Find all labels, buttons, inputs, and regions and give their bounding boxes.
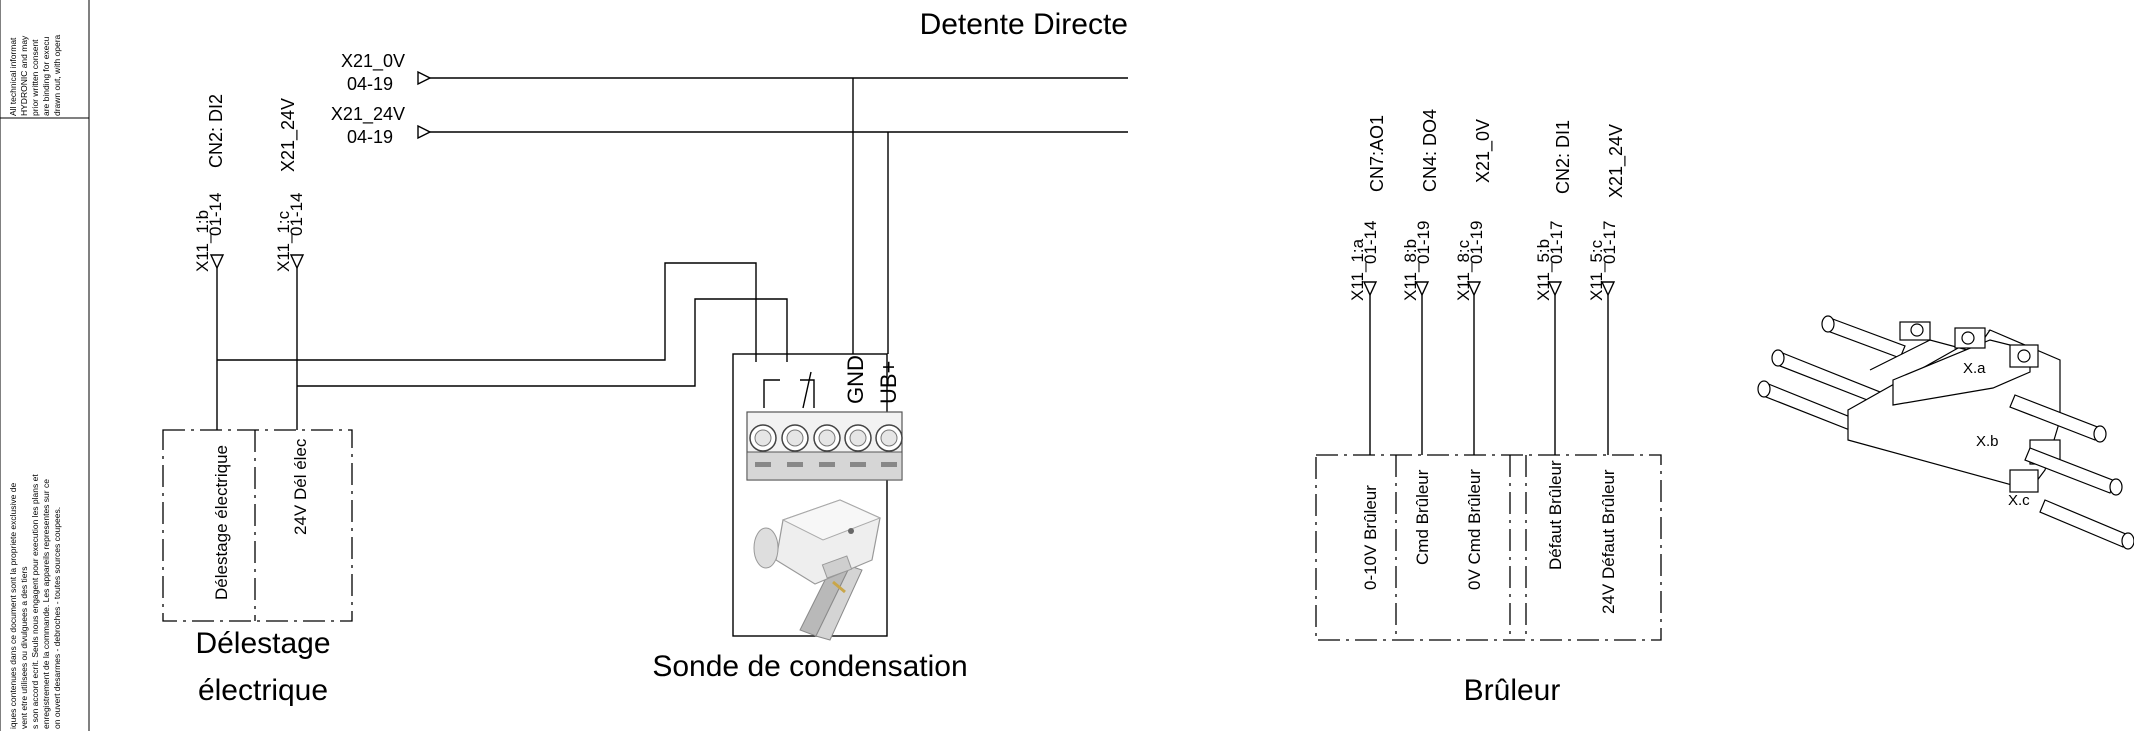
bruleur-pin-5-ref: 01-17 [1600,221,1619,264]
bruleur-box-outer [1315,454,1662,641]
bruleur-pin-4-arrow [1547,281,1563,297]
bruleur-box-2-text: Cmd Brûleur [1413,469,1432,565]
delestage-pin-2-label: X11_1:c [274,210,293,272]
delestage-section: CN2: DI2 X21_24V X11_1:b 01-14 X11_1:c 0… [162,94,788,707]
sonde-terminal-gnd: GND [843,355,868,404]
sonde-caption: Sonde de condensation [652,650,967,683]
side-note-en-5: drawn out, with opera [52,34,62,116]
bruleur-signal-2: CN4: DO4 [1420,109,1440,192]
side-note-en-2: HYDRONIC and may [19,35,29,116]
bruleur-box-3-text: 0V Cmd Brûleur [1465,469,1484,590]
bruleur-caption: Brûleur [1464,674,1561,707]
relay-nc-symbol [763,379,780,408]
bruleur-signal-3: X21_0V [1473,119,1494,183]
delestage-caption-2: électrique [198,674,328,707]
rail-0v-ref: 04-19 [347,74,393,94]
delestage-pin-1-arrow [209,254,225,270]
delestage-signal-2: X21_24V [278,98,299,172]
side-note-fr-2: vent etre utilisees ou divulguees a des … [19,566,29,729]
sonde-frame [732,353,888,637]
supply-rails: X21_0V 04-19 X21_24V 04-19 [331,51,1128,147]
rail-24v-ref: 04-19 [347,127,393,147]
sonde-section: GND UB+ [652,78,968,683]
bruleur-signal-5: X21_24V [1606,124,1627,198]
sonde-terminal-ub: UB+ [876,361,901,404]
bruleur-box-5-text: 24V Défaut Brûleur [1599,469,1618,614]
side-note-fr-4: enregistrement de la commande. Les appar… [41,479,51,729]
wire-delestage-2 [297,298,788,387]
side-note-fr-1: iques contenues dans ce document sont la… [8,483,18,729]
relay-no-symbol [800,371,815,409]
bruleur-box-1-text: 0-10V Brûleur [1361,485,1380,590]
delestage-signal-1: CN2: DI2 [206,94,226,168]
side-note-fr-5: on ouvert desarmes - debroches - toutes … [52,507,62,729]
rail-24v-label: X21_24V [331,104,405,125]
delestage-box [162,429,353,622]
delestage-pin-2-arrow [289,254,305,270]
bruleur-pin-2-arrow [1414,281,1430,297]
delestage-box-1-text: Délestage électrique [212,445,231,600]
bruleur-box-4-text: Défaut Brûleur [1546,460,1565,570]
right-cables [2009,394,2134,550]
bruleur-pin-3-ref: 01-19 [1467,221,1486,264]
terminal-block [746,411,903,481]
bruleur-signal-4: CN2: DI1 [1553,120,1573,194]
bruleur-section: CN7:AO1 CN4: DO4 X21_0V CN2: DI1 X21_24V… [1315,109,1662,707]
delestage-pin-2-ref: 01-14 [287,193,306,236]
bruleur-pin-4-ref: 01-17 [1547,221,1566,264]
delestage-box-2-text: 24V Dél élec [291,438,310,535]
rail-24v-arrow [417,124,432,140]
bruleur-pin-2-label: X11_8:b [1401,239,1420,301]
side-note-en-1: All technical informat [8,37,18,116]
side-note-en-3: prior written consent [30,39,40,116]
bruleur-pin-3-label: X11_8:c [1454,239,1473,301]
left-cables [1757,315,1906,437]
section-title: Detente Directe [920,8,1128,41]
sensor-illustration [753,499,882,641]
connector-illustration: X.a X.b X.c [1757,315,2134,550]
bruleur-pin-1-arrow [1362,281,1378,297]
side-note-fr-3: s son accord ecrit. Seuls nous engagent … [30,474,40,729]
connector-label-b: X.b [1976,433,1999,450]
rail-0v-label: X21_0V [341,51,405,72]
side-note-en-4: are binding for execu [41,36,51,116]
bruleur-pin-5-arrow [1600,281,1616,297]
connector-label-a: X.a [1963,360,1986,377]
delestage-caption-1: Délestage [195,627,330,660]
bruleur-pin-4-label: X11_5:b [1534,239,1553,301]
bruleur-pin-3-arrow [1466,281,1482,297]
bruleur-pin-2-ref: 01-19 [1414,221,1433,264]
rail-0v-arrow [417,70,432,86]
delestage-pin-1-ref: 01-14 [206,193,225,236]
bruleur-pin-1-ref: 01-14 [1361,221,1380,264]
bruleur-signal-1: CN7:AO1 [1367,115,1387,192]
title-block-strip: All technical informat HYDRONIC and may … [0,0,90,731]
delestage-pin-1-label: X11_1:b [193,210,212,272]
wire-delestage-1 [217,262,757,362]
bruleur-pin-5-label: X11_5:c [1587,239,1606,301]
bruleur-pin-1-label: X11_1:a [1348,238,1367,301]
connector-label-c: X.c [2008,492,2030,509]
